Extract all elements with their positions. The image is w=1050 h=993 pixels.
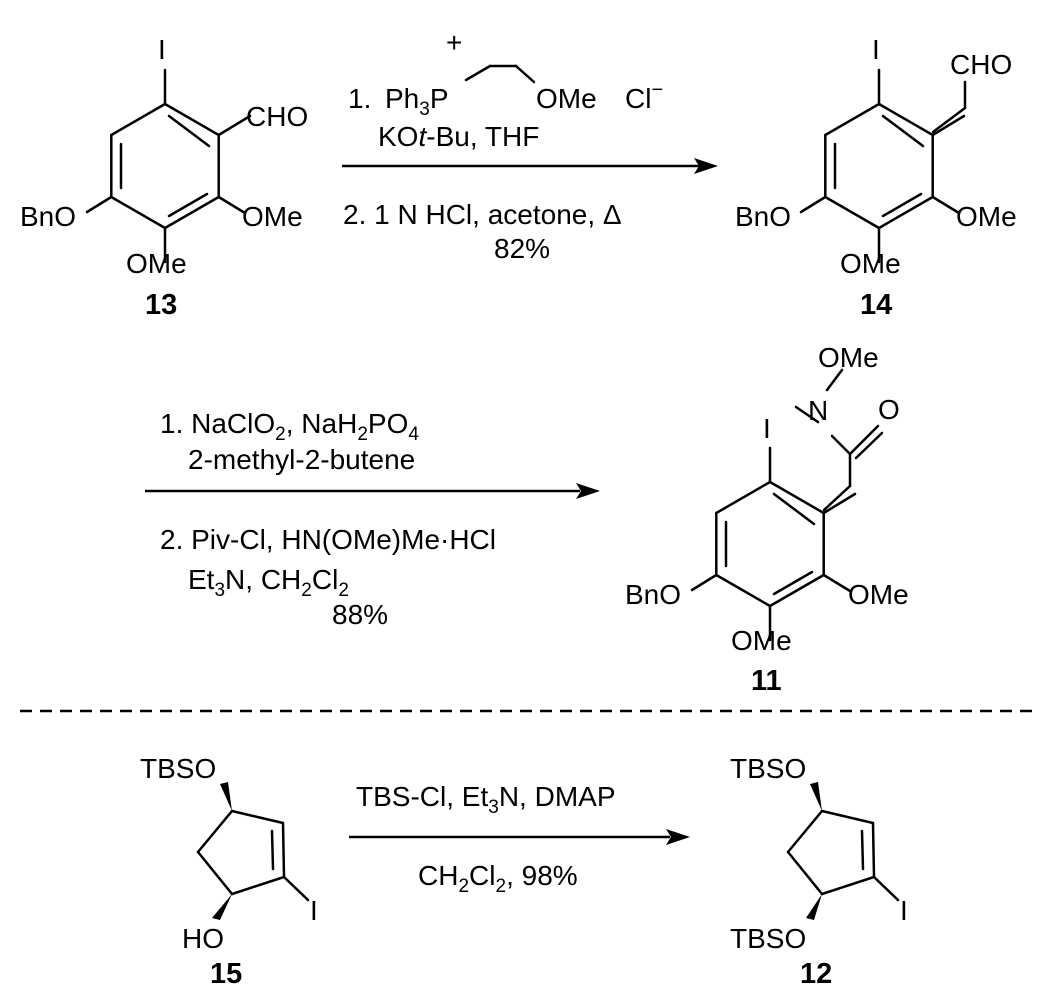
- compound-14-aldehyde: CHO: [950, 49, 1012, 80]
- reaction-2-step-1-additive: 2-methyl-2-butene: [188, 444, 415, 475]
- reaction-2-yield: 88%: [332, 599, 388, 630]
- reaction-arrow-3: [349, 829, 690, 845]
- compound-13-aldehyde: CHO: [246, 101, 308, 132]
- reaction-1-chloride: Cl−: [625, 79, 663, 114]
- compound-11-iodo: I: [763, 413, 771, 444]
- compound-14-benzyloxy: BnO: [735, 201, 791, 232]
- reaction-3-reagents: TBS-Cl, Et3N, DMAP: [356, 781, 616, 818]
- compound-11: [690, 446, 857, 642]
- compound-11-label: 11: [751, 665, 782, 697]
- reaction-2-step-1: 1. NaClO2, NaH2PO4: [160, 408, 419, 445]
- compound-12-silyl-ether-1: TBSO: [730, 753, 806, 784]
- compound-12: [786, 782, 900, 920]
- compound-15-hydroxyl: HO: [182, 923, 224, 954]
- compound-14: [799, 68, 966, 264]
- compound-13-methoxy-1: OMe: [242, 201, 303, 232]
- compound-15-silyl-ether: TBSO: [140, 753, 216, 784]
- compound-14-methoxy-1: OMe: [956, 201, 1017, 232]
- compound-13-iodo: I: [158, 34, 166, 65]
- compound-11-nitrogen: N: [808, 395, 828, 426]
- reaction-1-ph3p: Ph3P: [385, 83, 449, 120]
- compound-15-label: 15: [210, 958, 242, 990]
- compound-14-iodo: I: [872, 34, 880, 65]
- compound-11-methoxy-n: OMe: [818, 342, 879, 373]
- compound-12-iodo: I: [900, 895, 908, 926]
- reaction-2-step-2-base-solvent: Et3N, CH2Cl2: [188, 564, 349, 601]
- compound-15-iodo: I: [310, 895, 318, 926]
- compound-11-methoxy-1: OMe: [848, 579, 909, 610]
- compound-14-methoxy-2: OMe: [840, 248, 901, 279]
- compound-11-oxygen: O: [878, 394, 900, 425]
- compound-11-methoxy-2: OMe: [731, 625, 792, 656]
- compound-12-silyl-ether-2: TBSO: [730, 923, 806, 954]
- compound-15: [196, 782, 310, 920]
- reaction-1-step-number: 1.: [348, 83, 371, 114]
- reaction-3-solvent-yield: CH2Cl2, 98%: [418, 860, 578, 897]
- reaction-1-yield: 82%: [494, 233, 550, 264]
- compound-14-label: 14: [860, 289, 892, 321]
- reaction-1-step-2: 2. 1 N HCl, acetone, Δ: [343, 199, 622, 230]
- reaction-2-step-2: 2. Piv-Cl, HN(OMe)Me·HCl: [160, 524, 496, 555]
- reaction-1-base: KOt-Bu, THF: [378, 121, 539, 152]
- compound-13: [85, 68, 252, 264]
- reaction-1-phosphonium-charge: +: [446, 27, 462, 58]
- reaction-arrow-2: [145, 483, 600, 499]
- compound-13-methoxy-2: OMe: [126, 248, 187, 279]
- reaction-1-methoxy: OMe: [536, 83, 597, 114]
- reaction-arrow-1: [342, 158, 718, 174]
- compound-13-label: 13: [145, 289, 177, 321]
- compound-11-benzyloxy: BnO: [625, 579, 681, 610]
- compound-12-label: 12: [800, 958, 832, 990]
- compound-13-benzyloxy: BnO: [20, 201, 76, 232]
